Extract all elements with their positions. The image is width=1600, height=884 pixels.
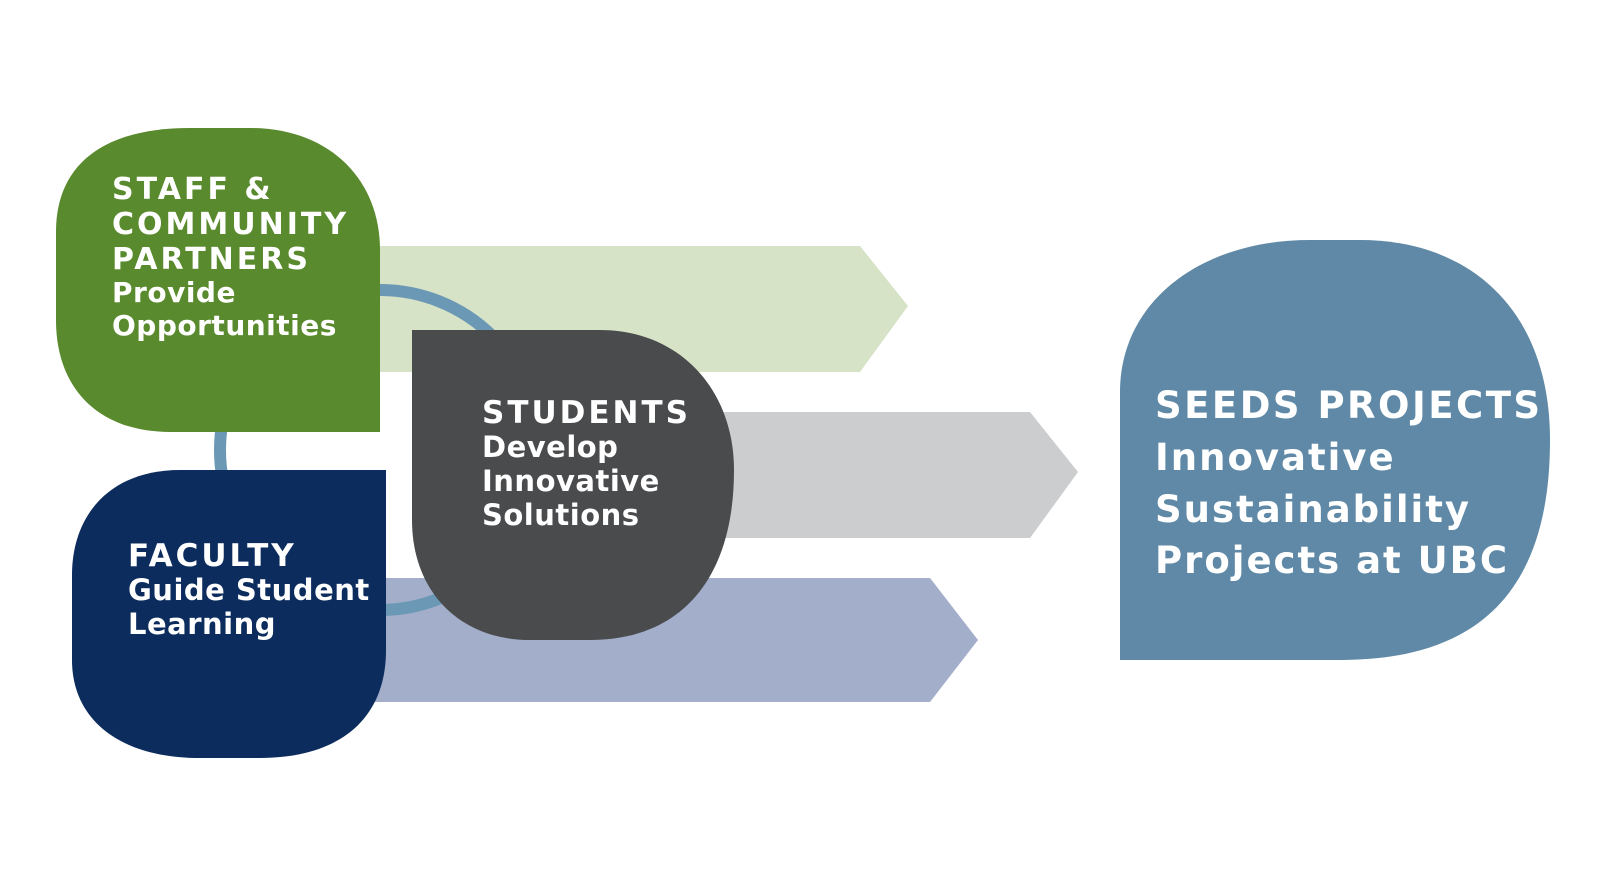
students-node-label: STUDENTS Develop Innovative Solutions [482, 395, 691, 533]
faculty-description-line: Guide Student [128, 573, 370, 608]
students-flow-arrow [700, 412, 1078, 538]
staff-heading-line: PARTNERS [112, 242, 311, 278]
faculty-node-label: FACULTY Guide Student Learning [128, 538, 370, 642]
seeds-description-line: Projects at UBC [1155, 539, 1510, 583]
students-description-line: Solutions [482, 498, 640, 533]
staff-heading-line: STAFF & [112, 172, 274, 207]
faculty-description-line: Learning [128, 607, 277, 642]
seeds-node-label: SEEDS PROJECTS Innovative Sustainability… [1155, 380, 1543, 587]
faculty-heading-line: FACULTY [128, 538, 297, 574]
students-heading-line: STUDENTS [482, 395, 691, 431]
staff-node-label: STAFF & COMMUNITY PARTNERS Provide Oppor… [112, 172, 349, 343]
students-node-shape [412, 330, 734, 640]
staff-description-line: Opportunities [112, 309, 337, 343]
seeds-description-line: Sustainability [1155, 487, 1471, 531]
staff-heading-line: COMMUNITY [112, 207, 350, 243]
students-description-line: Develop [482, 430, 619, 465]
faculty-node-shape [72, 470, 386, 758]
staff-node-shape [56, 128, 380, 432]
seeds-node-shape [1120, 240, 1550, 660]
seeds-heading-line: SEEDS PROJECTS [1155, 384, 1543, 427]
seeds-description-line: Innovative [1155, 435, 1396, 479]
students-description-line: Innovative [482, 464, 660, 499]
staff-description-line: Provide [112, 276, 236, 310]
